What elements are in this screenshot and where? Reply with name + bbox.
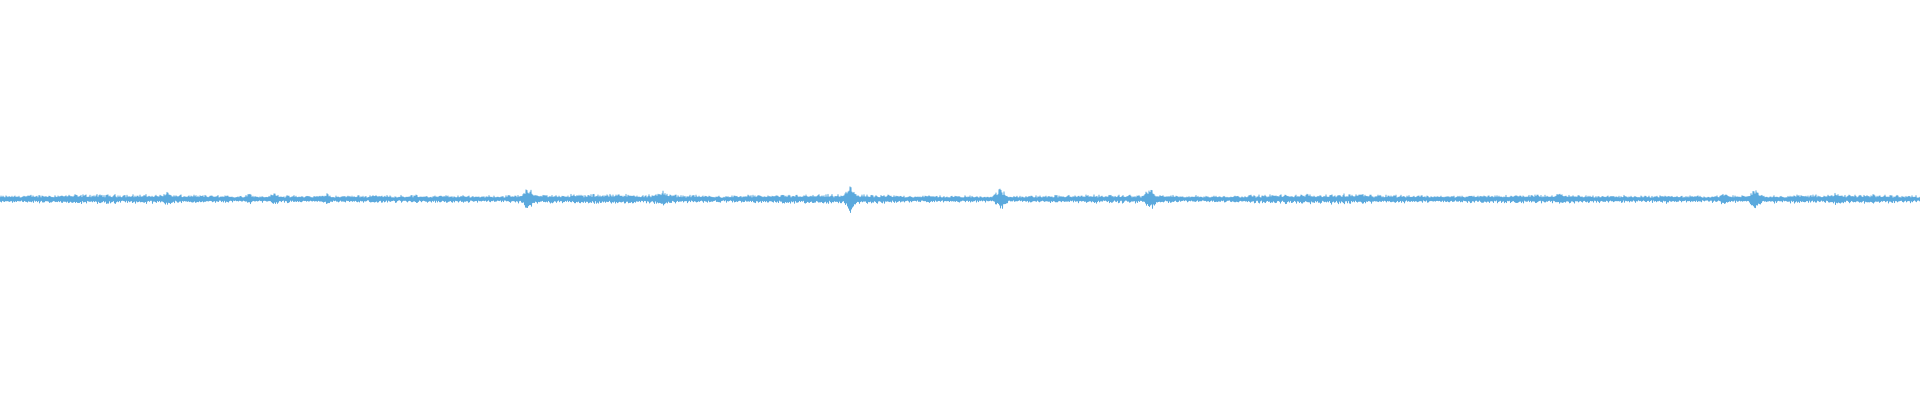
waveform-trace xyxy=(0,186,1920,214)
